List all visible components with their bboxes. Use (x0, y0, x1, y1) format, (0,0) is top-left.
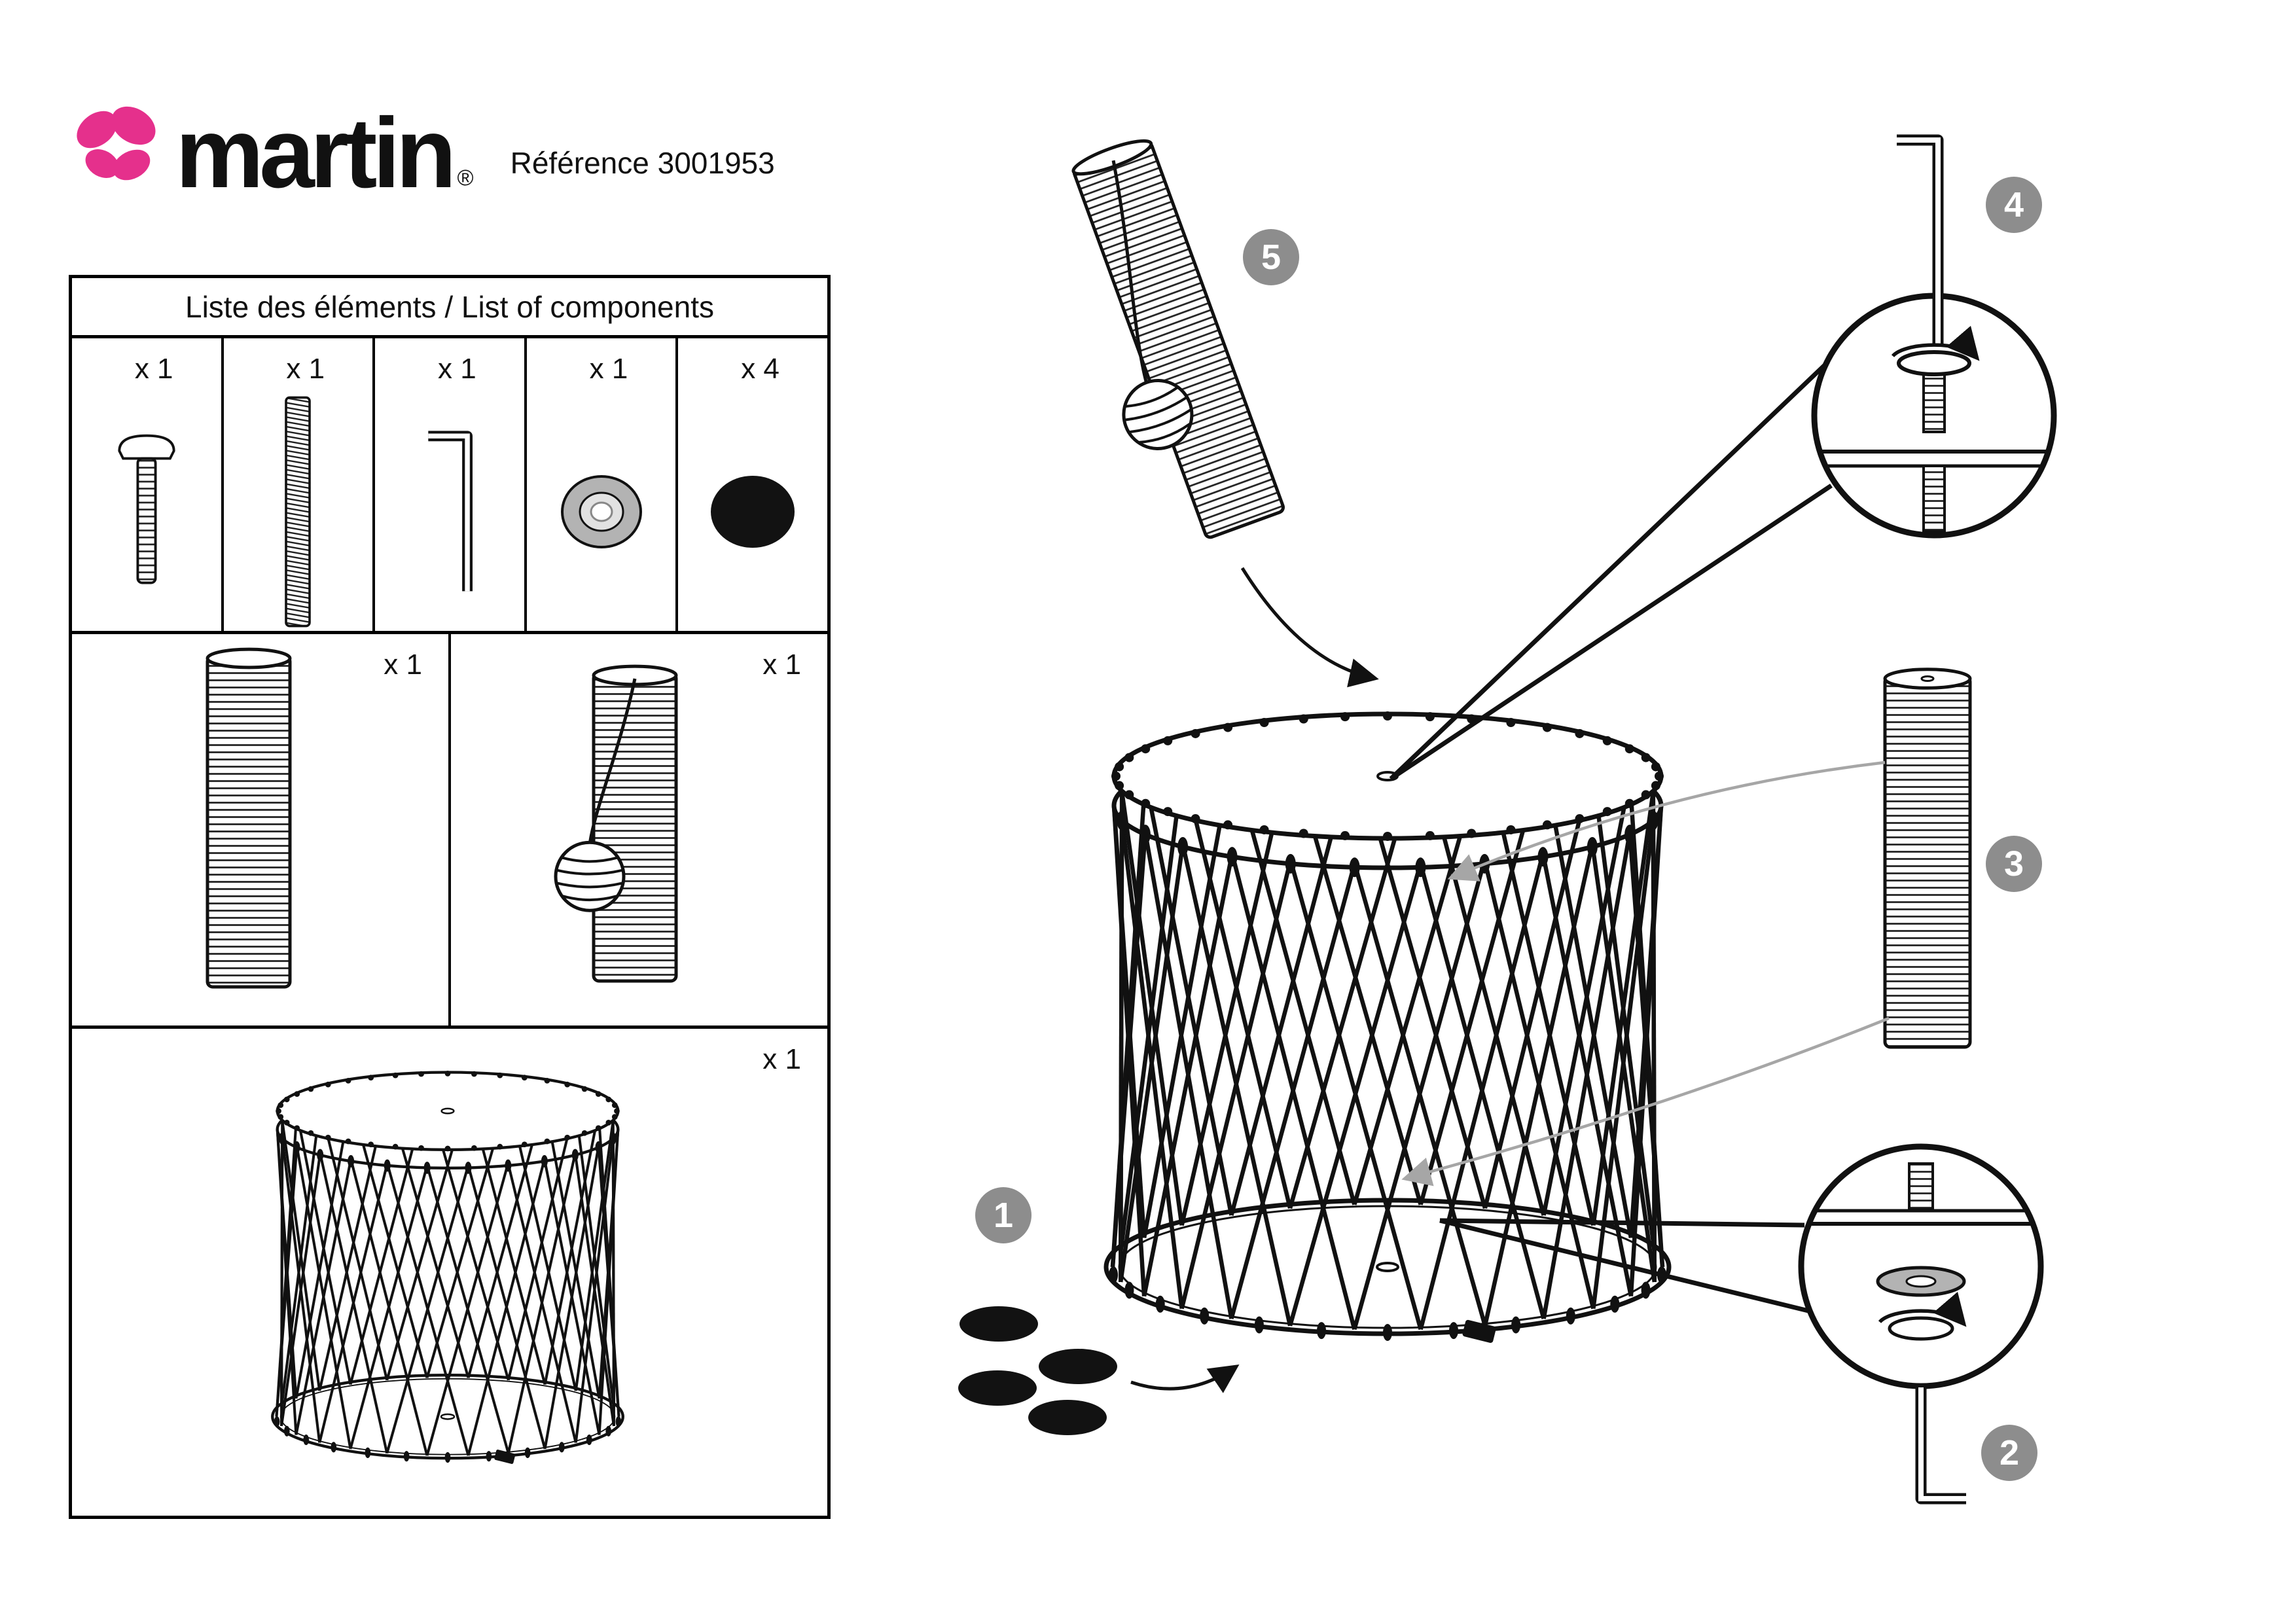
qty-label: x 1 (589, 353, 628, 385)
post-drawing (1883, 668, 1972, 1049)
qty-label: x 1 (134, 353, 173, 385)
components-table: Liste des éléments / List of components … (69, 275, 831, 1519)
step-badge-2: 2 (1981, 1425, 2037, 1481)
components-row-1: x 1 x 1 x 1 (72, 338, 827, 634)
scratching-post-icon (206, 647, 292, 989)
icon-wrap (375, 401, 524, 623)
brand-header: martin ® Référence 3001953 (71, 98, 775, 209)
qty-label: x 1 (438, 353, 476, 385)
callout-wedge-line (1439, 1218, 1809, 1313)
scratching-post-with-ball-icon (554, 664, 678, 983)
component-cell-screw: x 1 (72, 338, 224, 631)
drum-base-drawing (1103, 711, 1672, 1343)
component-cell-drum: x 1 (72, 1029, 827, 1516)
qty-label: x 1 (762, 1043, 801, 1075)
callout-wedge-line (1390, 484, 1833, 781)
arrow-pads-to-drum (1130, 1364, 1240, 1393)
qty-label: x 1 (286, 353, 325, 385)
washer-icon (560, 475, 642, 548)
callout-wedge-line (1389, 360, 1830, 781)
arrow-post-to-top-hole (1447, 760, 1886, 882)
allen-key-icon (1897, 134, 1944, 346)
components-row-3: x 1 (72, 1029, 827, 1516)
icon-wrap (527, 401, 676, 623)
threaded-rod-icon (285, 396, 312, 628)
components-table-title: Liste des éléments / List of components (72, 278, 827, 338)
butterfly-icon (77, 106, 156, 181)
icon-wrap (678, 401, 827, 623)
floor-pads-group (958, 1306, 1117, 1435)
components-row-2: x 1 x 1 (72, 634, 827, 1029)
floor-pad-icon (960, 1306, 1038, 1342)
arrow-post-to-bottom-hole (1401, 1016, 1890, 1186)
component-cell-post: x 1 (72, 634, 451, 1026)
component-cell-allen-key: x 1 (375, 338, 527, 631)
component-cell-floor-pad: x 4 (678, 338, 827, 631)
component-cell-washer: x 1 (527, 338, 679, 631)
product-reference: Référence 3001953 (510, 146, 775, 180)
floor-pad-icon (711, 476, 795, 548)
post-with-ball-drawing (1071, 139, 1285, 539)
rotate-arrow-icon (1878, 1291, 1967, 1327)
floor-pad-icon (1039, 1349, 1117, 1384)
step-badge-1: 1 (975, 1187, 1031, 1243)
screw-thread (1922, 465, 1946, 533)
allen-key-icon (1915, 1387, 1966, 1505)
callout-wedge-line (1439, 1218, 1805, 1228)
floor-pad-icon (958, 1370, 1037, 1406)
arrow-post-to-drum (1240, 567, 1379, 688)
qty-label: x 4 (741, 353, 780, 385)
registered-mark: ® (457, 166, 474, 190)
washer-hole (1905, 1275, 1937, 1288)
icon-wrap (224, 396, 373, 628)
step-badge-5: 5 (1243, 229, 1299, 285)
qty-label: x 1 (762, 649, 801, 681)
qty-label: x 1 (384, 649, 422, 681)
brand-name: martin (175, 98, 457, 209)
screw-thread (1922, 370, 1946, 433)
detail-callout-bottom (1798, 1143, 2044, 1505)
detail-callout-top (1811, 134, 2057, 539)
rotate-arrow-icon (1891, 325, 1980, 361)
floor-pad-icon (1028, 1400, 1107, 1435)
drum-base-icon (271, 1071, 624, 1464)
icon-wrap (72, 401, 221, 623)
step-badge-4: 4 (1986, 177, 2042, 233)
component-cell-threaded-rod: x 1 (224, 338, 376, 631)
component-cell-post-ball: x 1 (451, 634, 827, 1026)
allen-key-icon (428, 431, 473, 592)
step-badge-3: 3 (1986, 836, 2042, 892)
screw-icon (118, 434, 175, 584)
